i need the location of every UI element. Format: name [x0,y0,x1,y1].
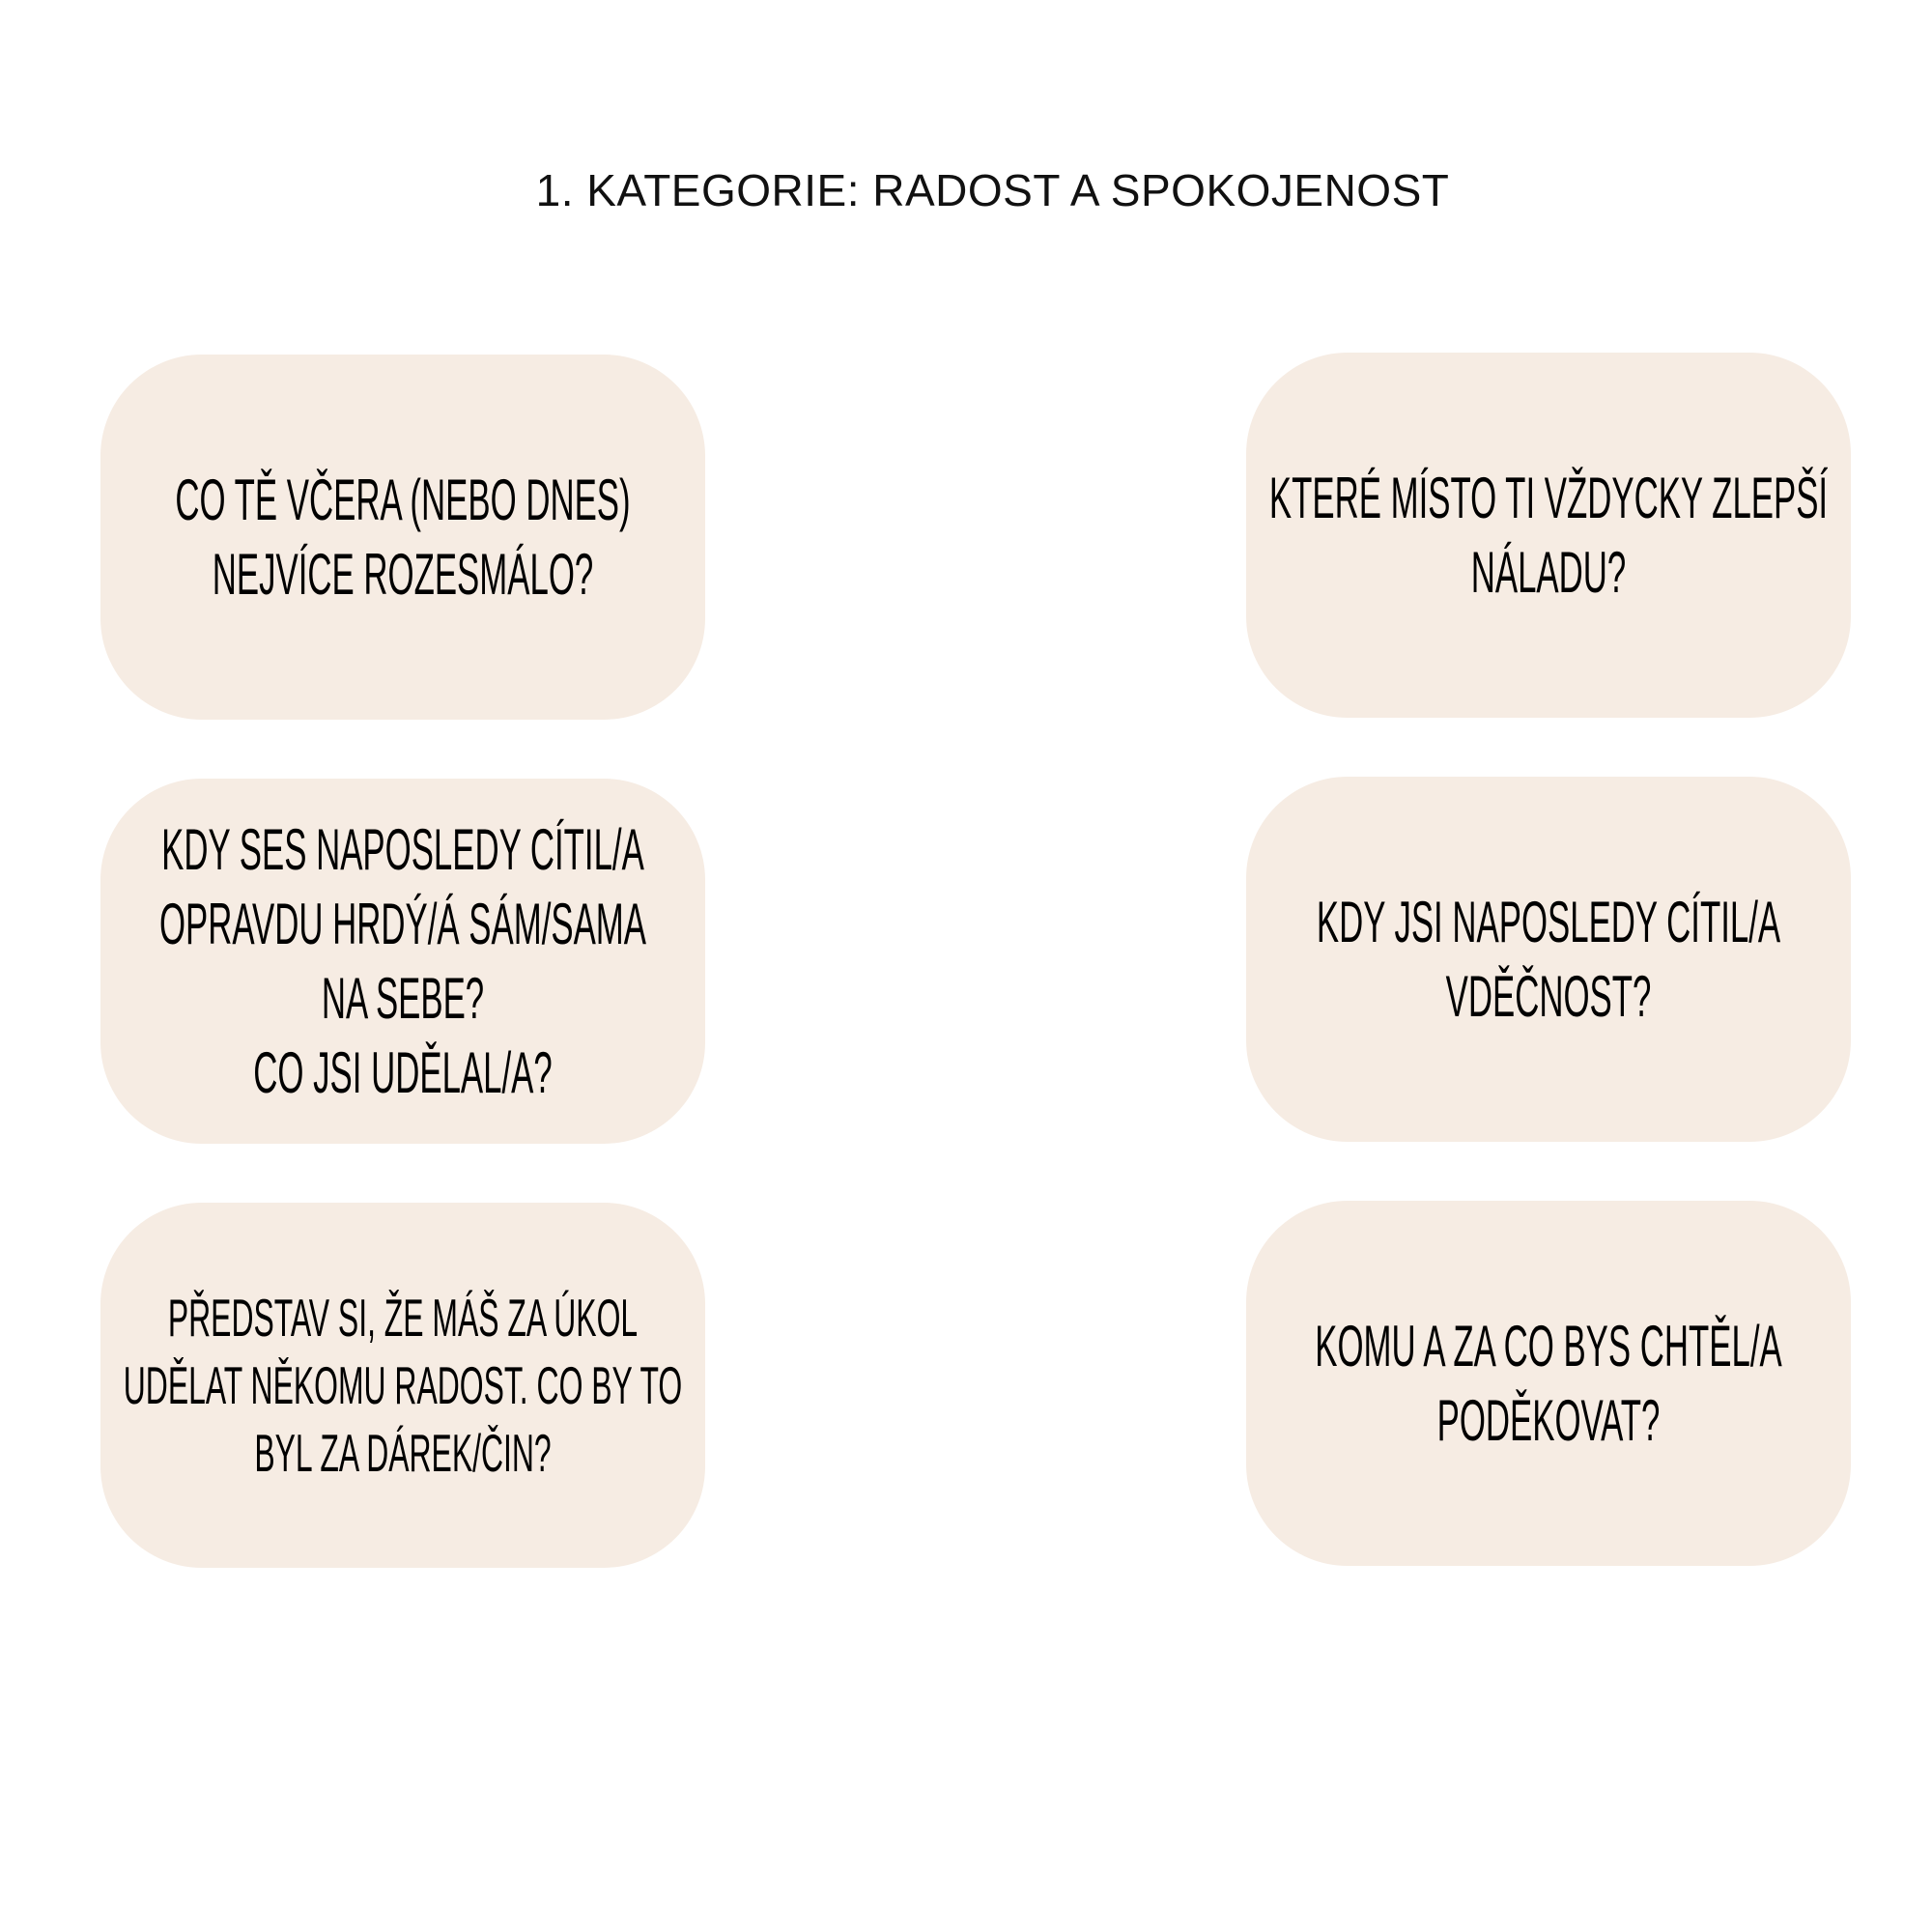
question-text: PŘEDSTAV SI, ŽE MÁŠ ZA ÚKOL UDĚLAT NĚKOM… [123,1288,683,1483]
question-card-2: KTERÉ MÍSTO TI VŽDYCKY ZLEPŠÍ NÁLADU? [1246,353,1851,718]
question-card-3: KDY SES NAPOSLEDY CÍTIL/A OPRAVDU HRDÝ/Á… [100,779,705,1144]
question-text: KDY SES NAPOSLEDY CÍTIL/A OPRAVDU HRDÝ/Á… [158,817,647,1105]
question-card-6: KOMU A ZA CO BYS CHTĚL/A PODĚKOVAT? [1246,1201,1851,1566]
question-card-1: CO TĚ VČERA (NEBO DNES) NEJVÍCE ROZESMÁL… [100,355,705,720]
question-text: KTERÉ MÍSTO TI VŽDYCKY ZLEPŠÍ NÁLADU? [1268,466,1829,605]
page-title: 1. KATEGORIE: RADOST A SPOKOJENOST [535,165,1450,215]
question-text: CO TĚ VČERA (NEBO DNES) NEJVÍCE ROZESMÁL… [175,468,631,607]
question-card-4: KDY JSI NAPOSLEDY CÍTIL/A VDĚČNOST? [1246,777,1851,1142]
question-card-5: PŘEDSTAV SI, ŽE MÁŠ ZA ÚKOL UDĚLAT NĚKOM… [100,1203,705,1568]
question-text: KDY JSI NAPOSLEDY CÍTIL/A VDĚČNOST? [1316,890,1781,1029]
question-text: KOMU A ZA CO BYS CHTĚL/A PODĚKOVAT? [1315,1314,1782,1453]
